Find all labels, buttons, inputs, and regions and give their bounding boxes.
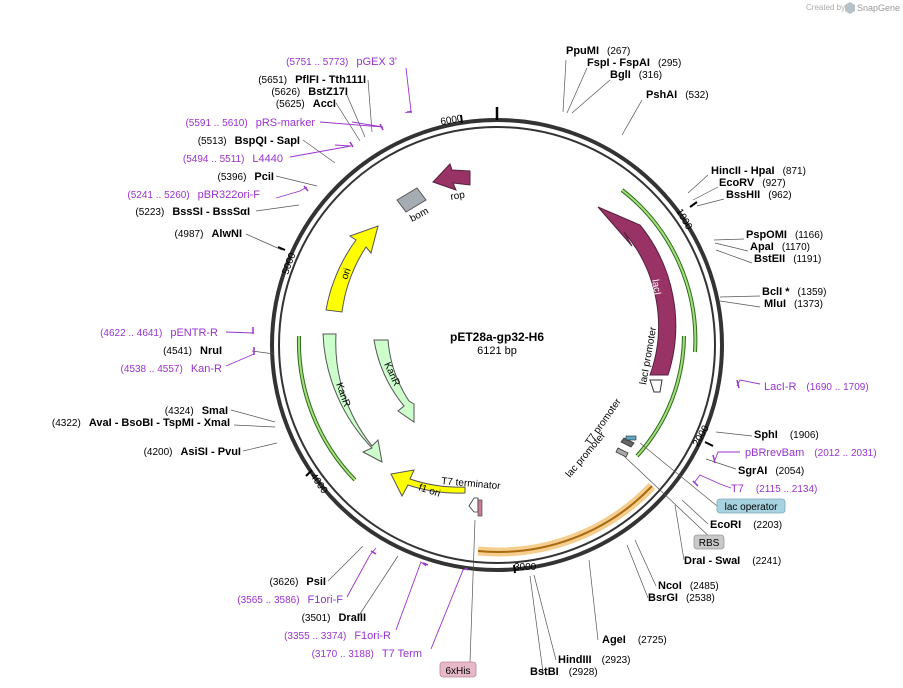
site-BclI[interactable]: BclI *(1359) <box>762 286 826 298</box>
feature-bom[interactable]: bom <box>396 187 431 225</box>
label-6xHis[interactable]: 6xHis <box>439 661 477 678</box>
plasmid-name: pET28a-gp32-H6 <box>450 330 544 344</box>
primer-pBRrevBam[interactable]: pBRrevBam(2012 .. 2031) <box>745 447 877 459</box>
site-NcoI[interactable]: NcoI(2485) <box>658 580 719 592</box>
site-AvaI-BsoBI-TspMI-XmaI[interactable]: (4322)AvaI - BsoBI - TspMI - XmaI <box>52 417 230 429</box>
feature-lac-promoter[interactable]: lac promoter <box>564 430 629 480</box>
label-6xHis-text: 6xHis <box>445 666 470 677</box>
feature-ori-label: ori <box>339 267 353 281</box>
site-AgeI[interactable]: AgeI(2725) <box>602 634 667 646</box>
site-AsiSI-PvuI[interactable]: (4200)AsiSI - PvuI <box>144 446 241 458</box>
site-NruI[interactable]: (4541)NruI <box>163 345 222 357</box>
site-HindIII[interactable]: HindIII(2923) <box>558 654 631 666</box>
feature-lac-operator-mark <box>625 435 637 441</box>
primer-pBR322ori-F[interactable]: (5241 .. 5260)pBR322ori-F <box>127 189 260 201</box>
site-BssSI-BssSaI[interactable]: (5223)BssSI - BssSαI <box>135 206 250 218</box>
site-AlwNI[interactable]: (4987)AlwNI <box>175 228 242 240</box>
primer-labels: LacI-R(1690 .. 1709) pBRrevBam(2012 .. 2… <box>100 56 877 660</box>
site-BssHII[interactable]: BssHII(962) <box>726 189 792 201</box>
site-PciI[interactable]: (5396)PciI <box>218 171 274 183</box>
site-BglI[interactable]: BglI(316) <box>610 69 662 81</box>
label-RBS[interactable]: RBS <box>693 534 725 550</box>
site-PshAI[interactable]: PshAI(532) <box>646 89 709 101</box>
primer-ticks <box>252 111 740 571</box>
site-AccI[interactable]: (5625)AccI <box>276 98 336 110</box>
feature-rop[interactable]: rop <box>432 163 471 203</box>
label-lac-operator[interactable]: lac operator <box>716 498 786 514</box>
site-DraIII[interactable]: (3501)DraIII <box>302 612 366 624</box>
site-BsrGI[interactable]: BsrGI(2538) <box>648 592 715 604</box>
site-PsiI[interactable]: (3626)PsiI <box>270 576 326 588</box>
feature-lacI[interactable]: lacI <box>597 206 677 376</box>
site-BstBI[interactable]: BstBI(2928) <box>530 666 598 678</box>
feature-f1-ori-label: f1 ori <box>417 482 442 499</box>
tick-3000: 3000 <box>514 562 537 573</box>
insert-arc <box>477 482 656 557</box>
site-EcoRV[interactable]: EcoRV(927) <box>719 177 786 189</box>
site-BstEII[interactable]: BstEII(1191) <box>754 253 821 265</box>
site-SphI[interactable]: SphI(1906) <box>754 429 819 441</box>
label-lac-operator-text: lac operator <box>725 502 778 513</box>
boxed-leaders <box>469 442 718 663</box>
primer-L4440[interactable]: (5494 .. 5511)L4440 <box>183 153 283 165</box>
primer-leaders <box>225 67 761 650</box>
site-DraI-SwaI[interactable]: DraI - SwaI(2241) <box>684 555 781 567</box>
site-leaders <box>230 59 761 673</box>
site-MluI[interactable]: MluI(1373) <box>764 298 823 310</box>
snapgene-logo-icon <box>845 2 855 14</box>
feature-KanR-outer[interactable]: KanR <box>322 333 383 463</box>
site-BspQI-SapI[interactable]: (5513)BspQI - SapI <box>198 135 300 147</box>
label-RBS-text: RBS <box>699 538 720 549</box>
feature-T7-terminator[interactable]: T7 terminator <box>441 476 502 517</box>
tick-6000: 6000 <box>440 113 464 128</box>
site-ApaI[interactable]: ApaI(1170) <box>750 241 810 253</box>
primer-F1ori-F[interactable]: (3565 .. 3586)F1ori-F <box>237 594 343 606</box>
site-SmaI[interactable]: (4324)SmaI <box>165 405 228 417</box>
primer-LacI-R[interactable]: LacI-R(1690 .. 1709) <box>764 381 869 393</box>
credit-brand: SnapGene <box>857 3 900 13</box>
primer-pGEX-3[interactable]: (5751 .. 5773)pGEX 3' <box>286 56 397 68</box>
site-BstZ17I[interactable]: (5626)BstZ17I <box>271 86 348 98</box>
green-arcs <box>296 188 698 482</box>
credit-prefix: Created by <box>806 3 845 12</box>
site-HincII-HpaI[interactable]: HincII - HpaI(871) <box>711 165 806 177</box>
site-FspI-FspAI[interactable]: FspI - FspAI(295) <box>587 57 681 69</box>
site-labels: PpuMI(267) FspI - FspAI(295) BglI(316) P… <box>52 45 827 678</box>
primer-Kan-R[interactable]: (4538 .. 4557)Kan-R <box>121 363 223 375</box>
feature-KanR-inner[interactable]: KanR <box>373 339 415 423</box>
plasmid-length: 6121 bp <box>477 345 517 357</box>
feature-rop-label: rop <box>450 190 467 203</box>
feature-ori[interactable]: ori <box>325 225 379 313</box>
backbone <box>270 107 724 572</box>
primer-T7-Term[interactable]: (3170 .. 3188)T7 Term <box>312 648 422 660</box>
site-PflFI-Tth111I[interactable]: (5651)PflFI - Tth111I <box>258 74 366 86</box>
site-SgrAI[interactable]: SgrAI(2054) <box>738 465 804 477</box>
site-PspOMI[interactable]: PspOMI(1166) <box>746 229 823 241</box>
primer-T7[interactable]: T7(2115 .. 2134) <box>731 483 817 495</box>
primer-pRS-marker[interactable]: (5591 .. 5610)pRS-marker <box>185 117 315 129</box>
site-PpuMI[interactable]: PpuMI(267) <box>566 45 630 57</box>
site-EcoRI[interactable]: EcoRI(2203) <box>710 519 782 531</box>
feature-KanR-outer-label: KanR <box>333 381 352 408</box>
feature-lacI-label: lacI <box>649 279 663 296</box>
primer-pENTR-R[interactable]: (4622 .. 4641)pENTR-R <box>100 327 218 339</box>
primer-F1ori-R[interactable]: (3355 .. 3374)F1ori-R <box>284 630 391 642</box>
